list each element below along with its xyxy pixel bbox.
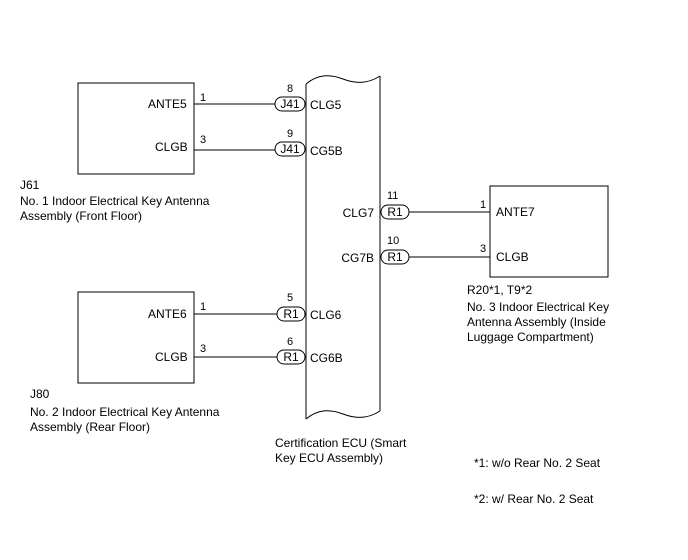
ecu-pin-clg7-name: CLG7 [343, 206, 375, 220]
note-1: *1: w/o Rear No. 2 Seat [474, 456, 601, 470]
note-2: *2: w/ Rear No. 2 Seat [474, 492, 594, 506]
ecu-pin-clg5-num: 8 [287, 83, 293, 95]
connector-badge [276, 306, 306, 322]
antenna1-pin2-name: CLGB [155, 140, 188, 154]
connector-label: R1 [387, 205, 403, 219]
antenna1-desc-line2: Assembly (Front Floor) [20, 209, 142, 223]
antenna2-box [77, 291, 195, 384]
antenna3-pin1-num: 1 [480, 199, 486, 211]
ecu-pin-cg6b-num: 6 [287, 336, 293, 348]
connector-label: J41 [280, 97, 300, 111]
ecu-pin-cg5b: 9 J41 CG5B [274, 128, 343, 158]
antenna3-pin2-num: 3 [480, 243, 486, 255]
ecu-pin-cg7b: 10 R1 CG7B [341, 235, 410, 265]
ecu-pin-clg5: 8 J41 CLG5 [274, 83, 342, 112]
ecu-pin-clg6: 5 R1 CLG6 [276, 292, 342, 322]
connector-label: R1 [283, 350, 299, 364]
antenna3-desc-line3: Luggage Compartment) [467, 330, 594, 344]
antenna2-pin1-num: 1 [200, 301, 206, 313]
antenna3-pin1-name: ANTE7 [496, 205, 535, 219]
antenna1-desc-line1: No. 1 Indoor Electrical Key Antenna [20, 194, 210, 208]
ecu-frame [305, 75, 381, 420]
ecu-pin-cg5b-num: 9 [287, 128, 293, 140]
ecu-pin-cg5b-name: CG5B [310, 144, 343, 158]
antenna2-pin2-name: CLGB [155, 350, 188, 364]
ecu-pin-clg6-name: CLG6 [310, 308, 342, 322]
antenna3-pin2-name: CLGB [496, 250, 529, 264]
antenna1-box [77, 82, 195, 175]
ecu-pin-clg5-name: CLG5 [310, 98, 342, 112]
antenna2-desc-line1: No. 2 Indoor Electrical Key Antenna [30, 405, 220, 419]
connector-badge [380, 204, 410, 220]
ecu-title-line1: Certification ECU (Smart [275, 436, 407, 450]
antenna3-box [489, 185, 609, 278]
connector-label: J41 [280, 142, 300, 156]
ecu-pin-clg7-num: 11 [387, 190, 398, 202]
connector-badge [274, 141, 306, 157]
antenna3-desc-line2: Antenna Assembly (Inside [467, 315, 606, 329]
antenna1-pin1-num: 1 [200, 92, 206, 104]
ecu-pin-cg7b-num: 10 [387, 235, 399, 247]
ecu-pin-cg6b: 6 R1 CG6B [276, 336, 343, 365]
ecu-pin-clg6-num: 5 [287, 292, 293, 304]
connector-badge [274, 96, 306, 112]
antenna2-desc-line2: Assembly (Rear Floor) [30, 420, 150, 434]
antenna1-pin2-num: 3 [200, 134, 206, 146]
connector-label: R1 [283, 307, 299, 321]
antenna3-code: R20*1, T9*2 [467, 283, 532, 297]
antenna1-code: J61 [20, 178, 40, 192]
antenna2-pin1-name: ANTE6 [148, 307, 187, 321]
connector-badge [380, 249, 410, 265]
ecu-title-line2: Key ECU Assembly) [275, 451, 383, 465]
antenna3-desc-line1: No. 3 Indoor Electrical Key [467, 300, 609, 314]
connector-label: R1 [387, 250, 403, 264]
antenna2-pin2-num: 3 [200, 343, 206, 355]
ecu-pin-clg7: 11 R1 CLG7 [343, 190, 410, 220]
ecu-pin-cg6b-name: CG6B [310, 351, 343, 365]
connector-badge [276, 349, 306, 365]
antenna1-pin1-name: ANTE5 [148, 97, 187, 111]
antenna2-code: J80 [30, 387, 50, 401]
ecu-pin-cg7b-name: CG7B [341, 251, 374, 265]
